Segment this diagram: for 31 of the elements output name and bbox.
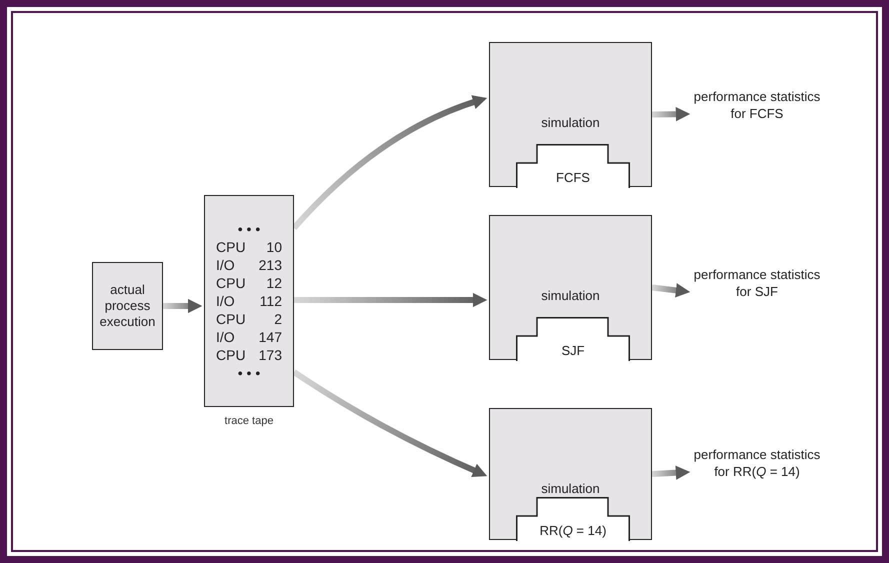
- trace-entry: CPU 12: [216, 274, 282, 292]
- arrow: [652, 283, 690, 298]
- result-label: performance statistics for RR(Q = 14): [692, 446, 822, 480]
- trace-tape-box: [204, 195, 294, 407]
- trace-entry: CPU 2: [216, 310, 282, 328]
- trace-entry: CPU 10: [216, 238, 282, 256]
- trace-entry: I/O 147: [216, 328, 282, 346]
- box-label: actual process execution: [98, 282, 156, 330]
- trace-entry: I/O 112: [216, 292, 282, 310]
- arrow: [294, 292, 488, 308]
- node-label: trace tape: [224, 415, 274, 427]
- box-label: simulation: [540, 481, 601, 498]
- simulation-box: [489, 215, 652, 360]
- box-label: simulation: [540, 115, 601, 132]
- simulation-box: [489, 408, 652, 540]
- result-label: performance statistics for FCFS: [692, 88, 822, 122]
- process-box: [92, 262, 163, 350]
- algorithm-label: FCFS: [555, 170, 591, 184]
- trace-entry: • • •: [236, 220, 262, 238]
- trace-entry: CPU 173: [216, 346, 282, 364]
- algorithm-label: SJF: [560, 342, 586, 358]
- arrow: [292, 370, 488, 477]
- arrow: [163, 298, 202, 314]
- simulation-box: [489, 42, 652, 187]
- arrow: [652, 466, 690, 480]
- trace-entry: I/O 213: [216, 256, 282, 274]
- arrow: [652, 106, 690, 122]
- result-label: performance statistics for SJF: [692, 266, 822, 300]
- algorithm-label: RR(Q = 14): [538, 522, 608, 538]
- box-label: simulation: [540, 288, 601, 304]
- trace-entry: • • •: [236, 364, 262, 382]
